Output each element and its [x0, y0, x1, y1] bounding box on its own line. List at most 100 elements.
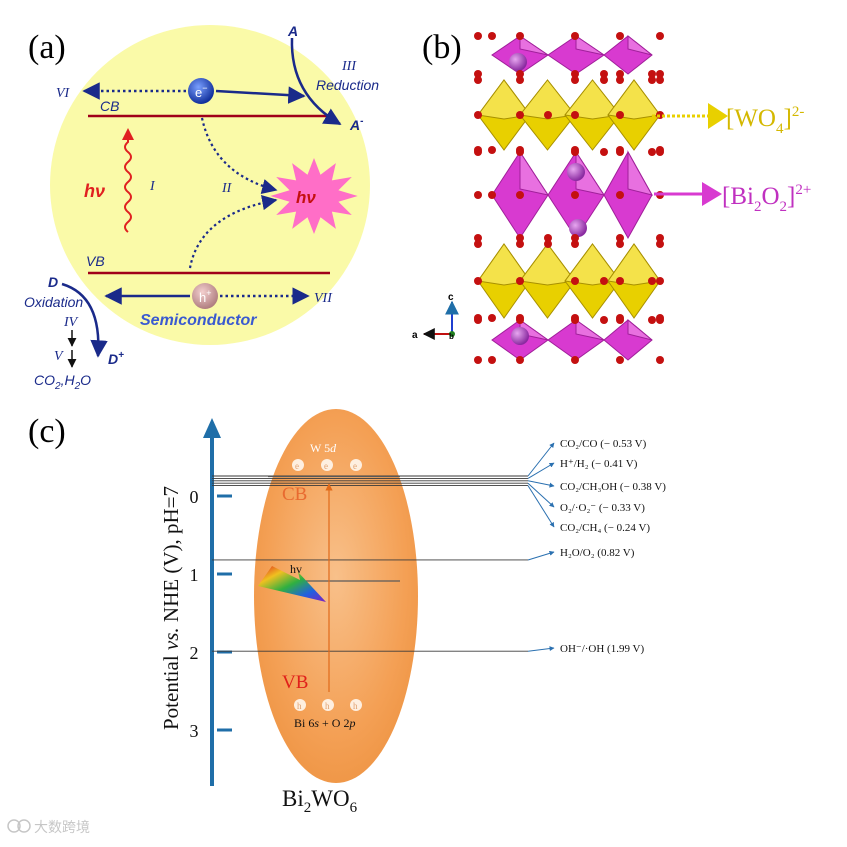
wo4-octahedron-face-19 — [477, 79, 531, 120]
oxygen-atom-79 — [516, 356, 524, 364]
emission-star-icon — [270, 158, 358, 234]
cb-electron-3 — [350, 459, 362, 471]
oxygen-atom-6 — [474, 70, 482, 78]
oxygen-atom-55 — [616, 240, 624, 248]
oxygen-atom-61 — [616, 277, 624, 285]
wo4-label: [WO4]2- — [726, 104, 804, 137]
watermark-logo-icon — [7, 819, 21, 833]
oxygen-atom-20 — [474, 111, 482, 119]
bi2o2-octahedron-face-3 — [575, 35, 605, 56]
electron-label: e− — [195, 83, 208, 100]
oxygen-atom-43 — [616, 191, 624, 199]
products-label: CO2,H2O — [34, 372, 91, 392]
hole-icon — [192, 283, 218, 309]
wo4-octahedron-face-33 — [607, 243, 661, 286]
wo4-octahedron-face-31 — [564, 243, 621, 286]
oxygen-atom-23 — [571, 111, 579, 119]
bi2o2-octahedron-face-15 — [575, 319, 605, 341]
potential-axis-arrowhead — [203, 418, 221, 438]
oxidation-label: Oxidation — [24, 294, 83, 310]
hole-label: h+ — [199, 288, 212, 305]
excitation-arrowhead — [122, 128, 134, 140]
reduction-arrow — [290, 37, 342, 126]
watermark: 大数跨境 — [7, 819, 90, 836]
oxygen-atom-71 — [516, 316, 524, 324]
couple-label-5: H₂O/O₂ (0.82 V) — [560, 547, 635, 559]
couple-label-2: CO₂/CH₃OH (− 0.38 V) — [560, 481, 666, 493]
axis-b-dot — [449, 331, 455, 337]
panel-c-label: (c) — [28, 413, 66, 450]
species-a-label: A — [287, 23, 298, 39]
semiconductor-particle — [50, 25, 370, 345]
oxygen-atom-32 — [474, 148, 482, 156]
bi2o2-label: [Bi2O2]2+ — [722, 182, 811, 215]
oxygen-atom-37 — [648, 148, 656, 156]
oxygen-atom-17 — [616, 76, 624, 84]
vb-hole-text-1: h — [297, 701, 302, 711]
vb-hole-2 — [322, 699, 334, 711]
oxygen-atom-56 — [656, 240, 664, 248]
wo4-octahedron-face-23 — [564, 79, 621, 120]
wo4-pointer-arrowhead — [708, 103, 728, 129]
oxygen-atom-38 — [656, 148, 664, 156]
oxygen-atom-18 — [648, 76, 656, 84]
tick-label-1: 1 — [190, 565, 199, 585]
oxygen-atom-72 — [571, 316, 579, 324]
oxidation-arrow — [61, 282, 108, 358]
roman-iv-label: IV — [63, 315, 79, 330]
roman-vi-label: VI — [56, 86, 71, 101]
watermark-logo-icon-2 — [17, 819, 31, 833]
oxygen-atom-1 — [488, 32, 496, 40]
roman-vii-label: VII — [314, 291, 333, 306]
oxygen-atom-57 — [474, 277, 482, 285]
oxygen-atom-36 — [616, 148, 624, 156]
oxygen-atom-74 — [616, 316, 624, 324]
oxygen-atom-8 — [571, 70, 579, 78]
electron-transfer-arrow — [215, 86, 306, 104]
bi2o2-pointer-arrowhead — [702, 182, 722, 206]
light-spectrum-icon — [258, 566, 326, 602]
wo4-octahedron-face-27 — [477, 243, 531, 286]
bi2o2-octahedron-face-5 — [627, 34, 653, 56]
oxygen-atom-2 — [516, 32, 524, 40]
crystal-structure — [474, 32, 664, 364]
oxygen-atom-33 — [516, 148, 524, 156]
compound-label: Bi2WO6 — [282, 786, 358, 816]
wo4-octahedron-face-29 — [519, 243, 576, 286]
oxygen-atom-39 — [474, 191, 482, 199]
oxygen-atom-24 — [616, 111, 624, 119]
vb-hole-3 — [350, 699, 362, 711]
oxygen-atom-62 — [648, 277, 656, 285]
panel-a: (a) CB VB e− VI A A- III Reduction hν I … — [24, 23, 379, 392]
oxygen-atom-27 — [488, 146, 496, 154]
panel-b: (b) [WO4]2- [Bi2O2]2+ c a b — [412, 29, 811, 364]
oxygen-atom-10 — [616, 70, 624, 78]
cb-electron-text-2: e — [324, 461, 328, 471]
electron-icon — [188, 78, 214, 104]
hv-star-label: hν — [296, 188, 316, 207]
bi2wo6-band-ellipse — [254, 409, 418, 783]
oxygen-atom-40 — [488, 191, 496, 199]
cb-electron-2 — [321, 459, 333, 471]
recombination-arrow-lower — [188, 194, 278, 269]
roman-ii-label: II — [221, 181, 233, 196]
oxygen-atom-75 — [648, 316, 656, 324]
species-a-minus-label: A- — [349, 116, 364, 133]
axis-a-label: a — [412, 330, 418, 341]
couple-label-1: H⁺/H₂ (− 0.41 V) — [560, 458, 638, 470]
vb-orbital-label: Bi 6s + O 2p — [294, 716, 355, 730]
vb-hole-text-3: h — [353, 701, 358, 711]
bi2o2-octahedron-face-11 — [627, 150, 653, 196]
oxygen-atom-42 — [571, 191, 579, 199]
oxygen-atom-7 — [516, 70, 524, 78]
oxygen-atom-34 — [571, 148, 579, 156]
potential-axis-label: Potential vs. NHE (V), pH=7 — [159, 486, 183, 730]
couple-pointer-6 — [527, 646, 555, 652]
oxygen-atom-76 — [656, 316, 664, 324]
couple-pointer-2 — [527, 480, 555, 488]
oxygen-atom-11 — [648, 70, 656, 78]
roman-i-label: I — [149, 179, 156, 194]
semiconductor-label: Semiconductor — [140, 312, 257, 329]
